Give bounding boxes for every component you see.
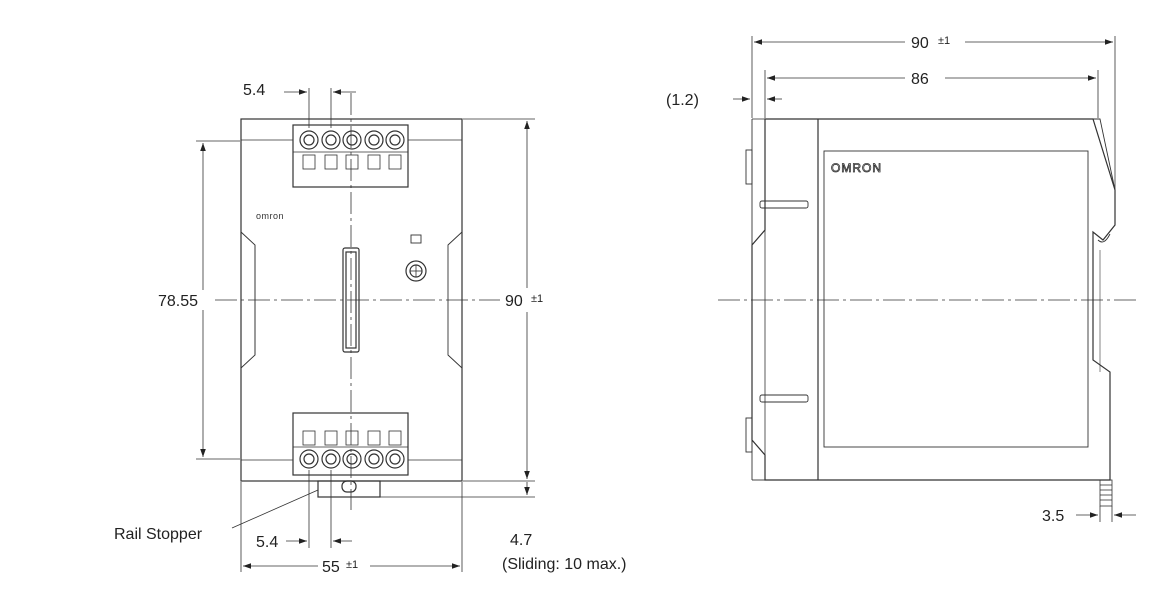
din-clip-icon — [1099, 479, 1113, 507]
dim-terminal-pitch-bottom: 5.4 — [256, 534, 278, 551]
side-slot — [759, 394, 809, 403]
dim-side-offset: (1.2) — [666, 92, 699, 109]
terminal-screw-icon — [299, 449, 405, 469]
dim-total-height: 90 — [505, 293, 523, 310]
label-panel — [823, 150, 1089, 448]
potentiometer-icon — [405, 260, 427, 282]
rail-stopper-label: Rail Stopper — [114, 526, 203, 543]
side-view — [745, 118, 1116, 507]
dim-terminal-pitch-top: 5.4 — [243, 82, 265, 99]
side-slot — [759, 200, 809, 209]
top-terminal-block — [292, 124, 409, 188]
rail-stopper — [317, 480, 381, 498]
front-centerlines — [215, 93, 500, 510]
dim-total-width: 55 — [322, 559, 340, 576]
front-view — [240, 118, 463, 498]
dim-clip-width: 3.5 — [1042, 508, 1064, 525]
dim-rail-offset: 4.7 — [510, 532, 532, 549]
front-dimensions — [196, 88, 535, 572]
dim-side-body-depth: 86 — [911, 71, 929, 88]
led-indicator-icon — [410, 234, 422, 244]
bottom-terminal-block — [292, 412, 409, 476]
dim-side-total-depth: 90 — [911, 35, 929, 52]
dim-total-width-tol: ±1 — [346, 559, 358, 571]
rail-sliding-note: (Sliding: 10 max.) — [502, 556, 627, 573]
dim-inner-height: 78.55 — [158, 293, 198, 310]
side-housing — [751, 118, 1116, 481]
side-brand-logo: OMRON — [831, 161, 882, 175]
brand-logo: omron — [256, 211, 284, 221]
side-dimensions — [733, 36, 1136, 522]
dim-side-total-depth-tol: ±1 — [938, 35, 950, 47]
terminal-screw-icon — [299, 130, 405, 150]
dim-total-height-tol: ±1 — [531, 293, 543, 305]
